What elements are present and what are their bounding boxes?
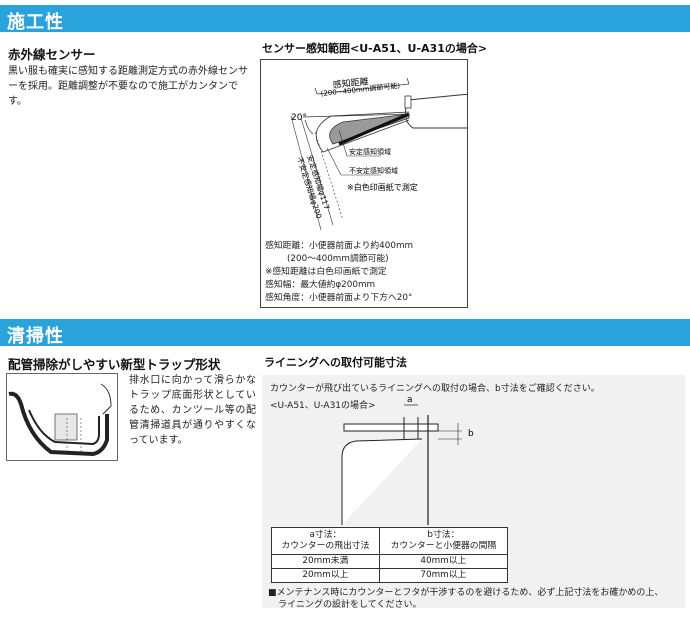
- table-row: 20mm未満 40mm以上: [271, 554, 509, 569]
- section-title: 清掃性: [7, 326, 64, 347]
- heading-infrared-sensor: 赤外線センサー: [8, 47, 96, 62]
- table-cell: 20mm未満: [271, 554, 380, 569]
- heading-sensor-range: センサー感知範囲<U-A51、U-A31の場合>: [262, 42, 488, 55]
- table-cell: 40mm以上: [378, 554, 509, 569]
- table-cell: 20mm以上: [271, 568, 380, 583]
- label-range: 感知距離: [332, 75, 369, 91]
- footnote-line: ライニングの設計をしてください。: [278, 600, 422, 610]
- lining-model-note: <U-A51、U-A31の場合>: [270, 401, 376, 411]
- spec-line: 感知角度：小便器前面より下方へ20°: [265, 293, 413, 303]
- heading-lining-dimensions: ライニングへの取付可能寸法: [264, 356, 407, 369]
- infrared-sensor-description: 黒い服も確実に感知する距離測定方式の赤外線センサーを採用。距離調整が不要なので施…: [8, 66, 248, 107]
- header-line: b寸法：: [427, 530, 460, 540]
- spec-line: 感知距離：小便器前面より約400mm: [265, 241, 414, 251]
- footnote-line: ■メンテナンス時にカウンターとフタが干渉するのを避けるため、必ず上記寸法をお確か…: [268, 588, 664, 598]
- section-title: 施工性: [7, 12, 64, 33]
- label-stable-region: 安定感知領域: [349, 147, 391, 156]
- label-white-paper: ※白色印画紙で測定: [347, 182, 418, 192]
- header-line: カウンターと小便器の間隔: [390, 541, 497, 551]
- spec-line: 感知幅：最大値約φ200mm: [265, 280, 376, 290]
- table-cell: 70mm以上: [378, 568, 509, 583]
- dimension-table: a寸法： カウンターの飛出寸法 b寸法： カウンターと小便器の間隔 20mm未満…: [271, 527, 509, 583]
- lining-note: カウンターが飛び出ているライニングへの取付の場合、b寸法をご確認ください。: [270, 384, 600, 394]
- heading-trap-shape: 配管掃除がしやすい新型トラップ形状: [8, 357, 221, 372]
- label-angle: 20°: [291, 113, 307, 123]
- spec-line: ※感知距離は白色印画紙で測定: [265, 267, 387, 277]
- table-row: 20mm以上 70mm以上: [271, 568, 509, 583]
- header-line: a寸法：: [309, 530, 342, 540]
- sensor-range-drawing: 感知距離 (200~400mm調節可能) 20° 安定感知領域 不安定感知領域 …: [290, 75, 467, 231]
- trap-description: 排水口に向かって滑らかなトラップ底面形状としているため、カンツール等の配管清掃道…: [129, 375, 256, 446]
- lining-drawing: a b: [341, 395, 474, 525]
- table-header-a: a寸法： カウンターの飛出寸法: [271, 527, 380, 555]
- label-unstable-region: 不安定感知領域: [349, 166, 398, 175]
- section-header-construction: 施工性: [0, 5, 690, 33]
- spec-line: (200～400mm調節可能): [287, 254, 389, 264]
- header-line: カウンターの飛出寸法: [281, 541, 370, 551]
- table-header-b: b寸法： カウンターと小便器の間隔: [378, 527, 509, 555]
- trap-illustration: [6, 373, 118, 461]
- dimension-label-b: b: [468, 429, 474, 439]
- sensor-range-diagram: 感知距離 (200~400mm調節可能) 20° 安定感知領域 不安定感知領域 …: [260, 59, 468, 308]
- dimension-label-a: a: [407, 395, 413, 405]
- section-header-cleaning: 清掃性: [0, 319, 690, 347]
